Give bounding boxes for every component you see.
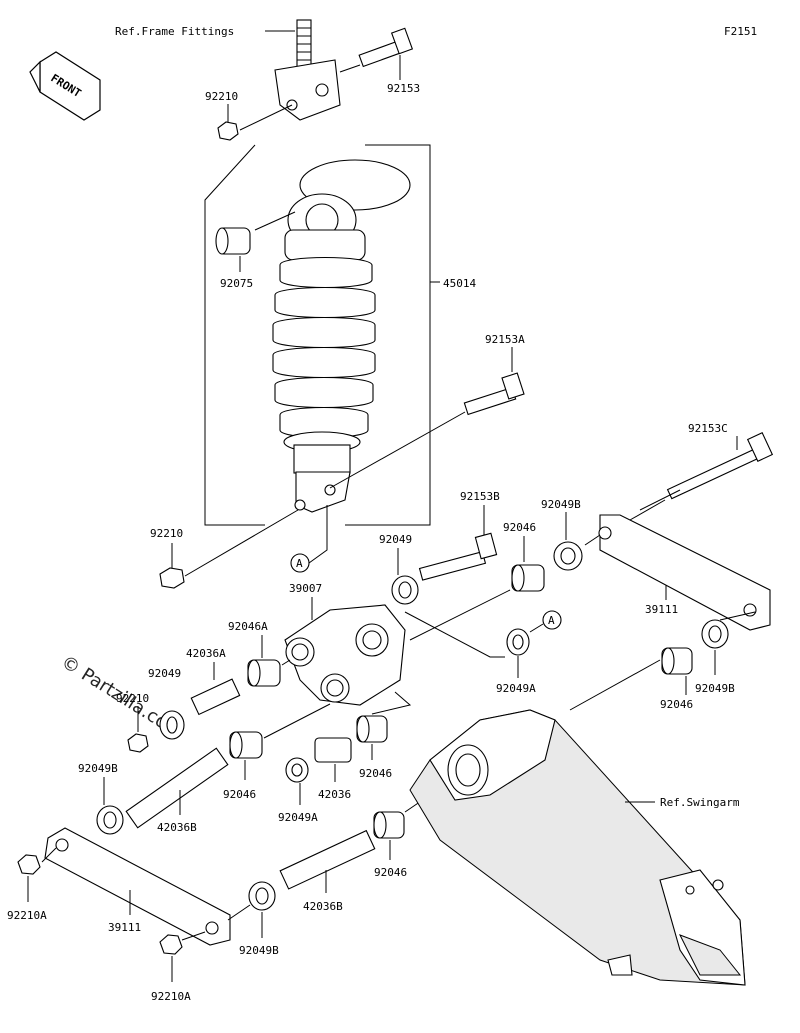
nut-92210-top <box>217 121 239 141</box>
bolt-92153C <box>666 432 774 500</box>
figure-id: F2151 <box>724 25 757 38</box>
label-92153A: 92153A <box>485 333 525 346</box>
label-92049-top: 92049 <box>379 533 412 546</box>
frame-fitting <box>274 19 341 121</box>
label-42036A: 42036A <box>186 647 226 660</box>
tie-rod-39111-left <box>44 827 231 946</box>
bearing-92046-top <box>511 564 545 592</box>
bearing-92046-b <box>356 715 388 743</box>
label-39007: 39007 <box>289 582 322 595</box>
sleeve-42036B-left <box>125 747 229 829</box>
label-92049B-right: 92049B <box>695 682 735 695</box>
label-92210A-bottom: 92210A <box>151 990 191 1003</box>
label-92075: 92075 <box>220 277 253 290</box>
bolt-92153B <box>418 532 498 581</box>
label-92049B-left: 92049B <box>78 762 118 775</box>
label-42036: 42036 <box>318 788 351 801</box>
label-92046-b: 92046 <box>359 767 392 780</box>
label-42036B-left: 42036B <box>157 821 197 834</box>
tie-rod-39111-right <box>598 514 771 631</box>
label-92046-c: 92046 <box>374 866 407 879</box>
label-42036B-mid: 42036B <box>303 900 343 913</box>
label-92046-right: 92046 <box>660 698 693 711</box>
callout-a-top-letter: A <box>296 557 303 570</box>
bearing-92046-right <box>661 647 693 675</box>
label-92049A-mid: 92049A <box>278 811 318 824</box>
label-92210A-left: 92210A <box>7 909 47 922</box>
label-92153C: 92153C <box>688 422 728 435</box>
label-92153: 92153 <box>387 82 420 95</box>
label-92049A-right: 92049A <box>496 682 536 695</box>
bearing-92046-a <box>229 731 263 759</box>
sleeve-42036B-mid <box>279 829 376 890</box>
bearing-92046A <box>247 659 281 687</box>
label-92049B-top: 92049B <box>541 498 581 511</box>
label-92210-mid: 92210 <box>150 527 183 540</box>
sleeve-42036A <box>190 678 241 716</box>
bolt-92153A <box>463 372 525 416</box>
nut-92210-mid <box>159 567 185 589</box>
label-45014: 45014 <box>443 277 476 290</box>
label-92049-left: 92049 <box>148 667 181 680</box>
label-92046-top: 92046 <box>503 521 536 534</box>
callout-a-right <box>542 610 562 630</box>
label-92210-top: 92210 <box>205 90 238 103</box>
ref-frame-label: Ref.Frame Fittings <box>115 25 234 38</box>
label-39111-left: 39111 <box>108 921 141 934</box>
nut-92210A-bottom <box>159 934 183 955</box>
label-39111-right: 39111 <box>645 603 678 616</box>
rocker-arm-39007 <box>284 604 406 706</box>
nut-92210-left <box>127 733 149 753</box>
bolt-92153 <box>358 27 414 68</box>
ref-swingarm-label: Ref.Swingarm <box>660 796 740 809</box>
label-92046A: 92046A <box>228 620 268 633</box>
rear-shock-45014 <box>204 144 440 526</box>
label-92049B-bottom: 92049B <box>239 944 279 957</box>
sleeve-42036 <box>314 737 352 763</box>
front-arrow-icon: FRONT <box>29 51 101 121</box>
label-92153B: 92153B <box>460 490 500 503</box>
label-92210-left: 92210 <box>116 692 149 705</box>
swingarm <box>409 709 746 986</box>
bearing-92046-c <box>373 811 405 839</box>
nut-92210A-left <box>17 854 41 875</box>
bushing-92075 <box>215 227 251 255</box>
callout-a-right-letter: A <box>548 614 555 627</box>
label-92046-a: 92046 <box>223 788 256 801</box>
